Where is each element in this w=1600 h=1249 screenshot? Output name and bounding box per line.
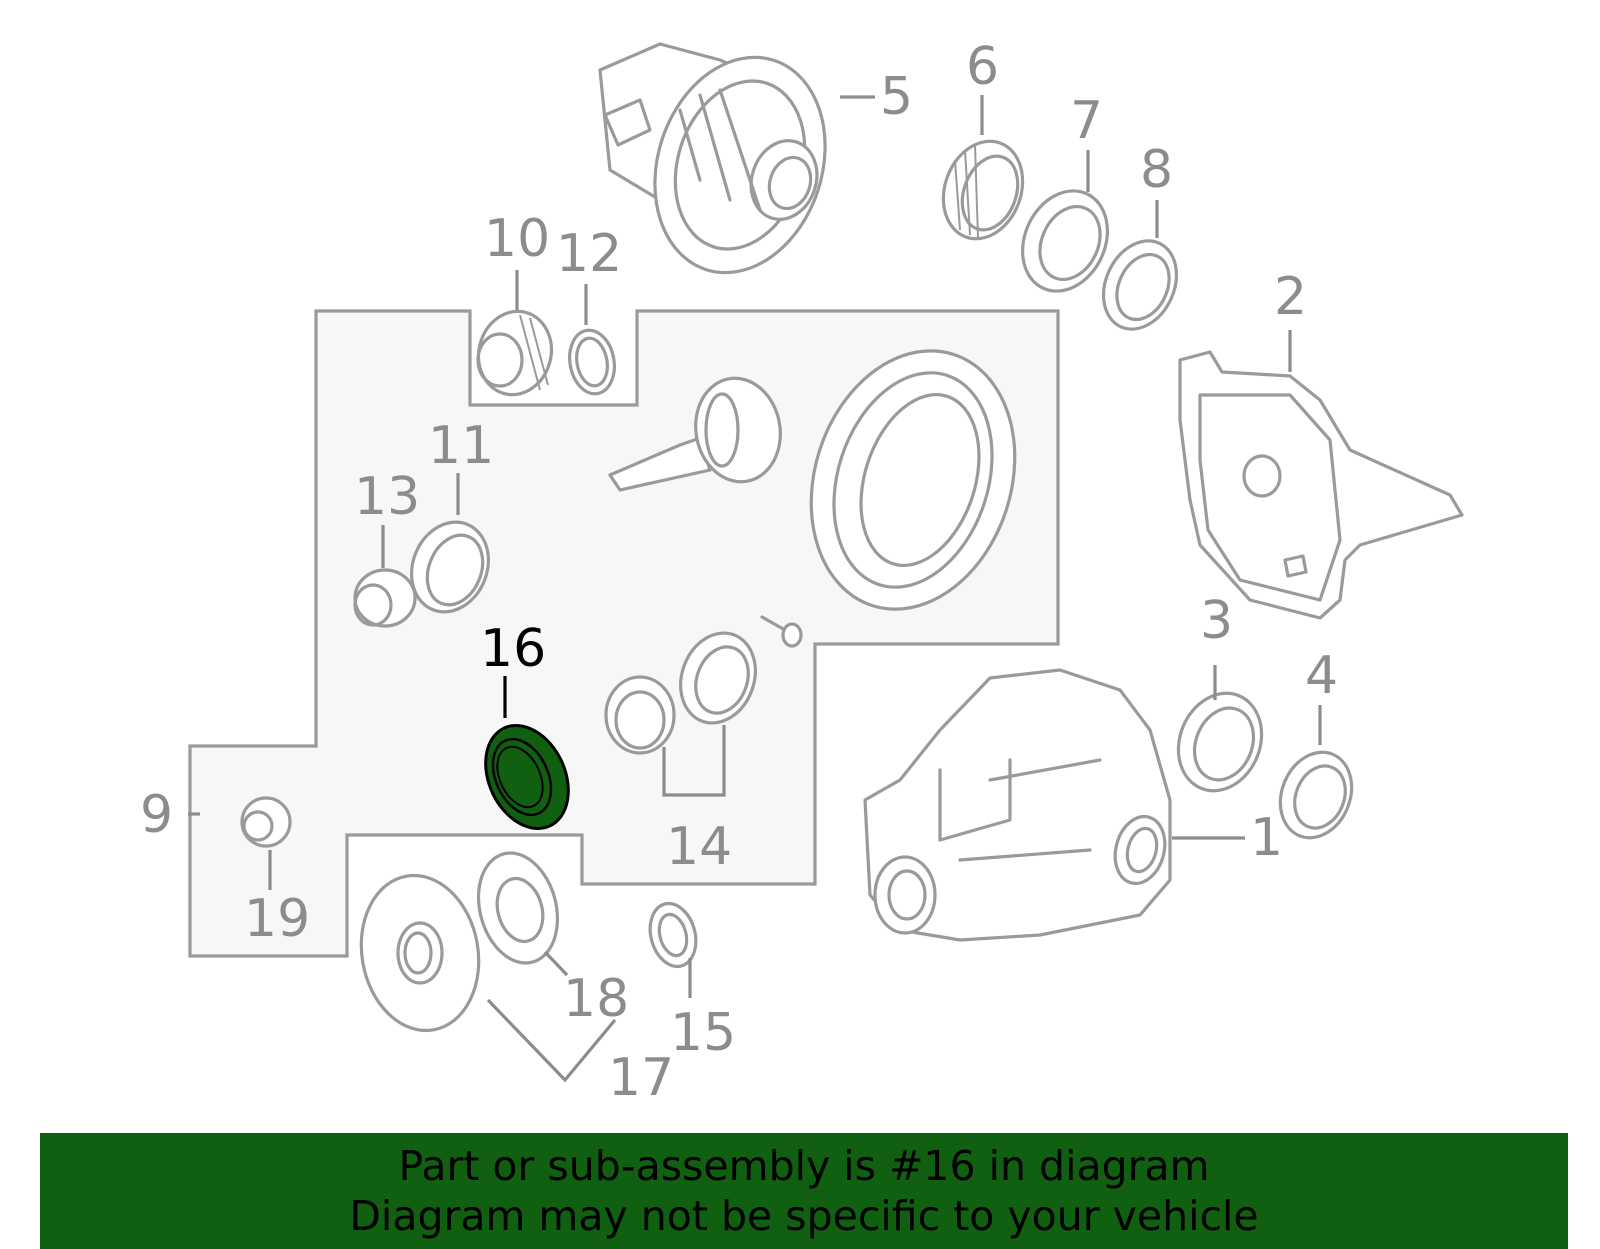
part-7-bearing-race[interactable] — [1007, 177, 1123, 305]
callout-14: 14 — [666, 817, 732, 877]
callout-7: 7 — [1070, 91, 1103, 151]
callout-9: 9 — [140, 785, 173, 845]
banner-line-1: Part or sub-assembly is #16 in diagram — [398, 1142, 1210, 1190]
part-2-rear-cover[interactable] — [1178, 350, 1464, 620]
callout-12: 12 — [556, 224, 622, 284]
part-5-differential-case[interactable] — [598, 35, 852, 295]
banner-line-2: Diagram may not be specific to your vehi… — [349, 1192, 1259, 1240]
callout-1: 1 — [1250, 808, 1283, 868]
ring-gear-bolt[interactable] — [760, 615, 803, 648]
callout-11: 11 — [428, 416, 494, 476]
callout-labels: 5 6 7 8 2 3 4 1 10 12 11 13 14 16 9 19 1… — [140, 37, 1338, 1108]
leader-lines — [188, 95, 1322, 1083]
callout-13: 13 — [354, 467, 420, 527]
part-14-bearing-set[interactable] — [604, 622, 768, 755]
part-15-washer[interactable] — [643, 898, 702, 971]
part-19-cap[interactable] — [240, 796, 292, 848]
part-18-deflector[interactable] — [467, 844, 569, 972]
part-8-shim[interactable] — [1090, 229, 1191, 341]
callout-18: 18 — [563, 969, 629, 1029]
callout-17: 17 — [608, 1048, 674, 1108]
callout-8: 8 — [1140, 140, 1173, 200]
callout-19: 19 — [244, 889, 310, 949]
ring-gear[interactable] — [779, 324, 1047, 636]
part-1-differential-housing[interactable] — [863, 668, 1172, 942]
part-3-seal[interactable] — [1164, 681, 1276, 804]
part-6-roller-bearing[interactable] — [930, 130, 1036, 250]
part-17-companion-flange[interactable] — [349, 866, 490, 1040]
callout-5: 5 — [880, 67, 913, 127]
info-banner: Part or sub-assembly is #16 in diagram D… — [40, 1133, 1568, 1249]
part-12-spacer[interactable] — [565, 327, 619, 398]
callout-6: 6 — [966, 37, 999, 97]
callout-2: 2 — [1274, 267, 1307, 327]
part-4-seal[interactable] — [1268, 741, 1364, 848]
callout-10: 10 — [484, 209, 550, 269]
part-13-collapsible-spacer[interactable] — [353, 568, 417, 628]
callout-4: 4 — [1305, 646, 1338, 706]
callout-16: 16 — [480, 619, 546, 679]
part-11-race[interactable] — [398, 510, 501, 623]
pinion-gear[interactable] — [608, 371, 788, 492]
callout-15: 15 — [670, 1003, 736, 1063]
callout-3: 3 — [1200, 591, 1233, 651]
part-10-pinion-bearing[interactable] — [469, 303, 560, 403]
part-16-pinion-seal-highlighted[interactable] — [470, 712, 585, 842]
